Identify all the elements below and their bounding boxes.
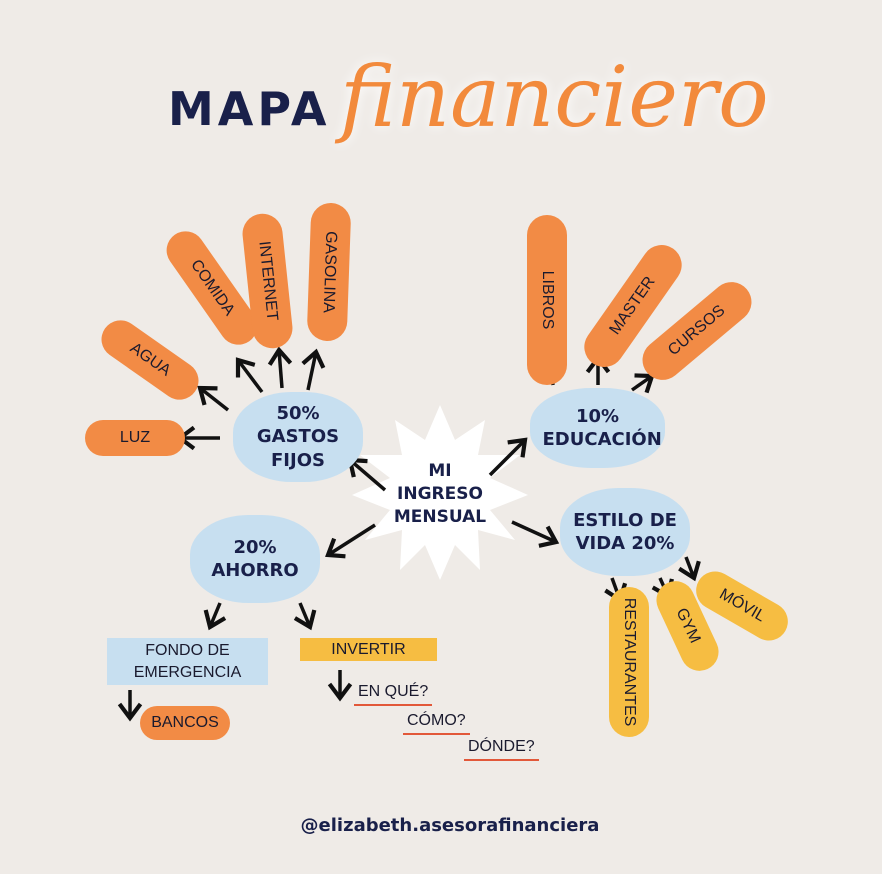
fondo-emergencia: FONDO DE EMERGENCIA: [107, 638, 268, 685]
item-libros: LIBROS: [527, 215, 567, 385]
question-en-que: EN QUÉ?: [354, 683, 433, 706]
title-mapa: MAPA: [168, 82, 331, 136]
node-estilo-de-vida: ESTILO DE VIDA 20%: [560, 488, 690, 576]
invertir: INVERTIR: [300, 638, 437, 661]
node-educacion: 10% EDUCACIÓN: [530, 388, 665, 468]
node-ahorro: 20% AHORRO: [190, 515, 320, 603]
title-financiero: financiero: [340, 48, 769, 146]
node-gastos-fijos: 50% GASTOS FIJOS: [233, 392, 363, 482]
question-como: CÓMO?: [403, 712, 470, 735]
item-bancos: BANCOS: [140, 706, 230, 740]
item-gasolina: GASOLINA: [306, 202, 352, 342]
item-luz: LUZ: [85, 420, 185, 456]
starburst: [352, 405, 528, 580]
question-donde: DÓNDE?: [464, 738, 539, 761]
item-restaurantes: RESTAURANTES: [609, 587, 649, 737]
author-handle: @elizabeth.asesorafinanciera: [300, 815, 600, 836]
center-node: MI INGRESO MENSUAL: [393, 461, 487, 527]
